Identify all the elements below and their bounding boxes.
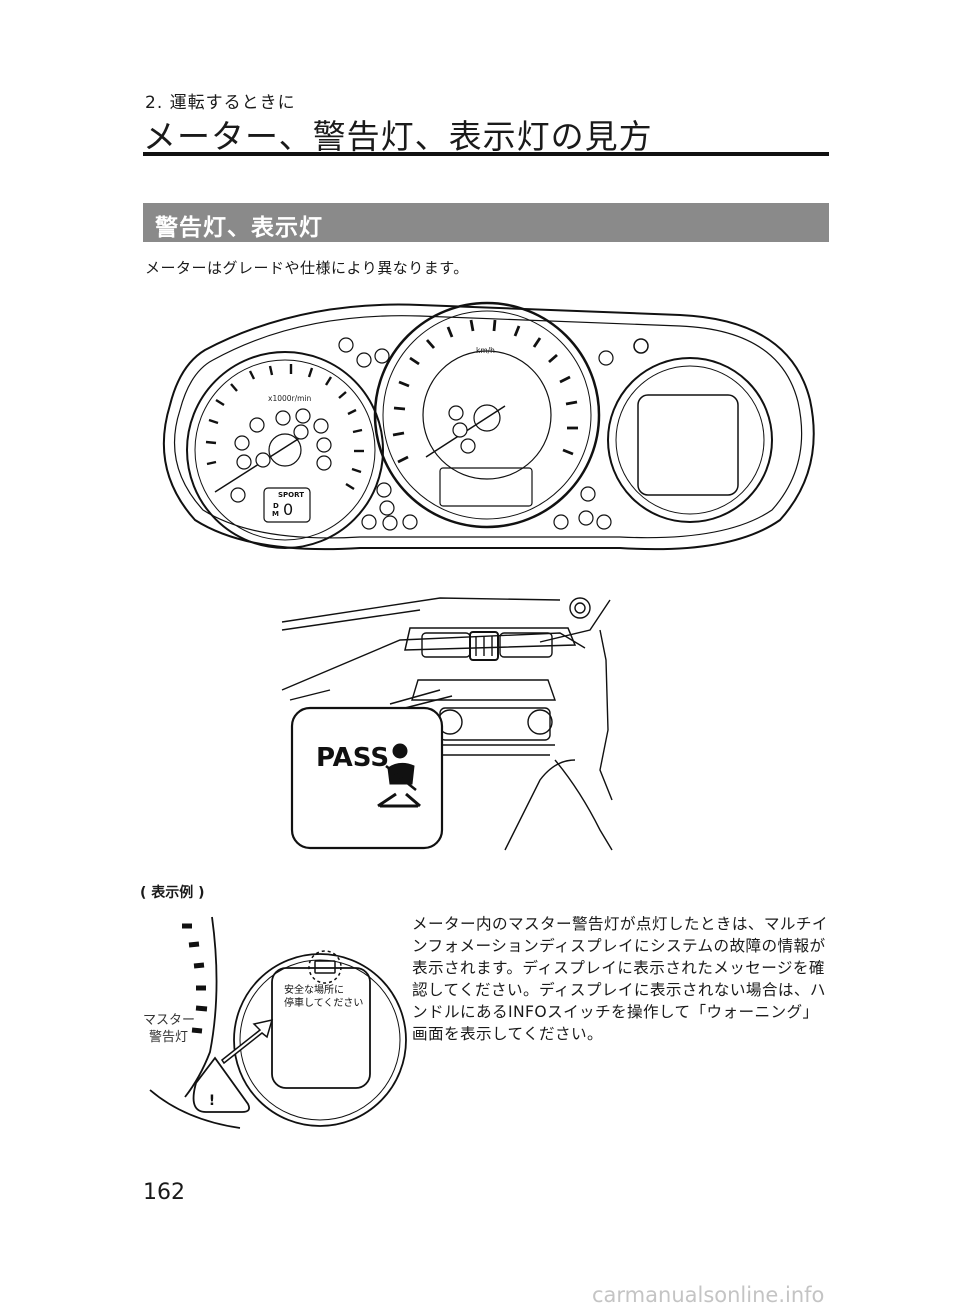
title-rule: [143, 152, 829, 156]
page-number: 162: [143, 1180, 185, 1205]
example-caption: ( 表示例 ): [140, 885, 205, 901]
pass-indicator-label: PASS: [316, 743, 389, 773]
chapter-label: 2. 運転するときに: [145, 93, 296, 113]
master-warning-label-line2: 警告灯: [149, 1029, 188, 1045]
indicator-lamps: [230, 337, 614, 531]
tach-unit-label: x1000r/min: [268, 394, 312, 403]
section-band: 警告灯、表示灯: [143, 203, 829, 242]
master-warning-label-line1: マスター: [143, 1013, 195, 1028]
seatbelt-icon: [377, 743, 421, 808]
pass-indicator-callout: [290, 706, 444, 850]
speed-ticks: [392, 319, 578, 464]
page-title: メーター、警告灯、表示灯の見方: [143, 117, 653, 156]
display-message-line2: 停車してください: [284, 996, 363, 1009]
watermark: carmanualsonline.info: [592, 1283, 825, 1307]
speed-unit-label: km/h: [476, 346, 495, 355]
sport-mode-label: SPORT: [278, 491, 304, 499]
example-display-illustration: [149, 916, 407, 1129]
gear-indicator-digit: 0: [283, 500, 293, 519]
display-message-line1: 安全な場所に: [284, 983, 344, 996]
gear-d-label: D: [273, 502, 279, 510]
dashboard-illustration: [281, 597, 613, 851]
intro-text: メーターはグレードや仕様により異なります。: [145, 259, 469, 277]
tach-ticks: [205, 364, 364, 491]
gear-m-label: M: [272, 510, 279, 518]
section-heading: 警告灯、表示灯: [155, 215, 323, 241]
description-paragraph: メーター内のマスター警告灯が点灯したときは、マルチインフォメーションディスプレイ…: [412, 915, 828, 1043]
warning-triangle-icon: !: [209, 1093, 215, 1109]
instrument-cluster: [162, 301, 815, 551]
